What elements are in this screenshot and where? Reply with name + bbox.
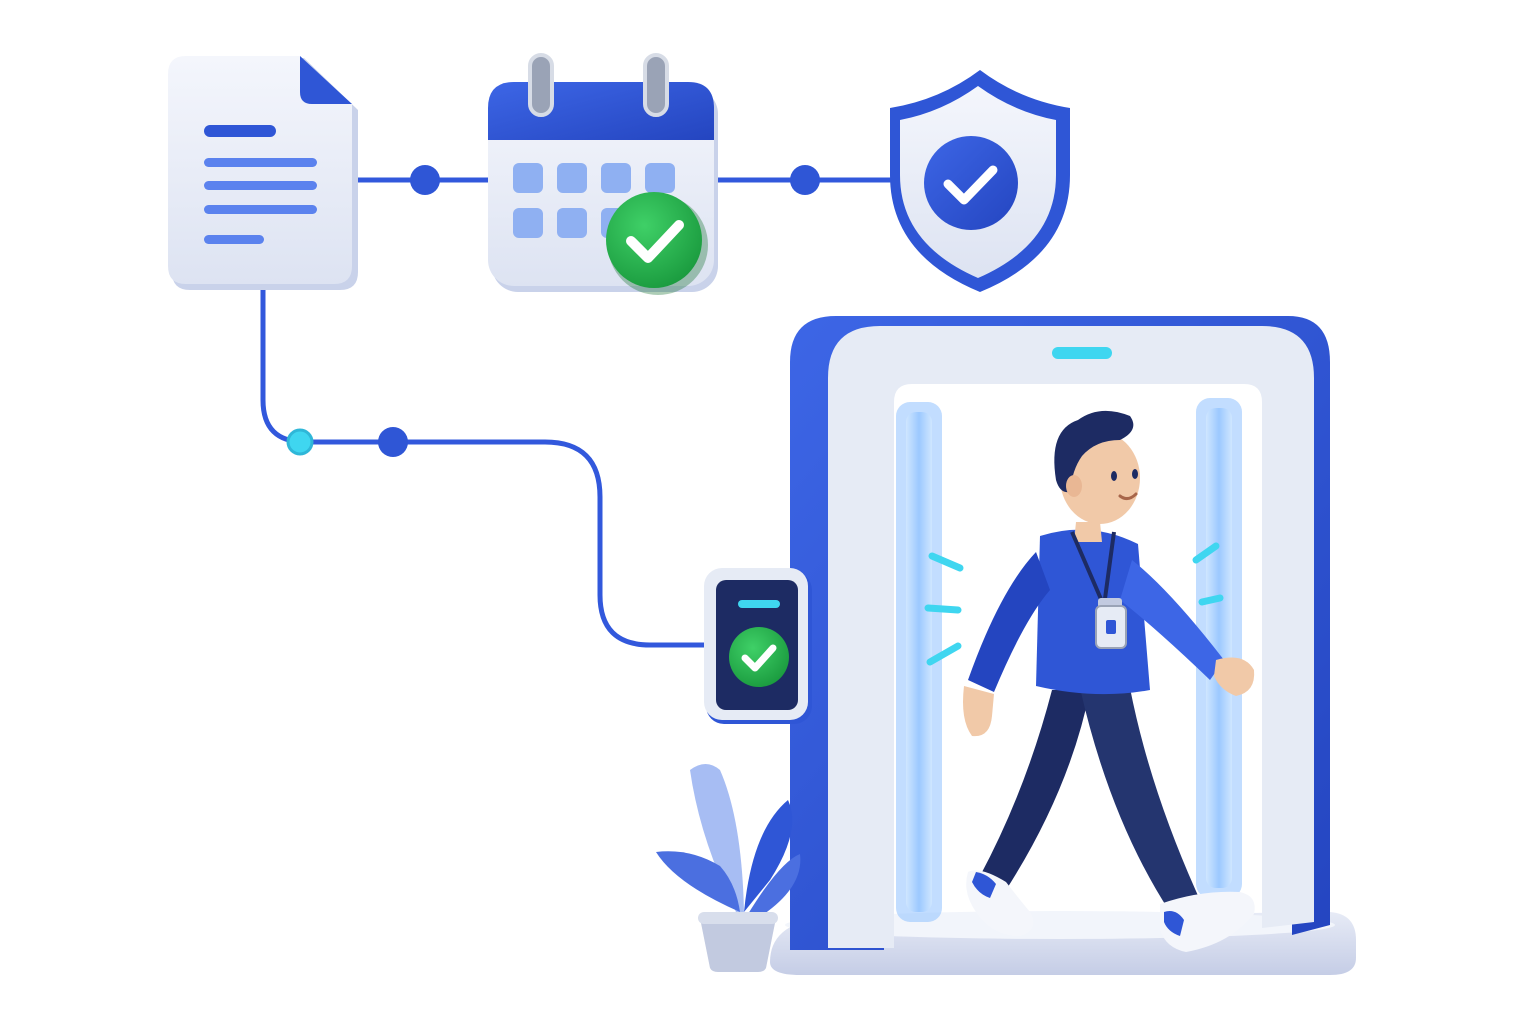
- calendar-approved-check-icon: [606, 192, 708, 295]
- security-gate: [790, 316, 1330, 950]
- document-icon: [168, 56, 358, 290]
- scanner-light-right: [1192, 542, 1224, 606]
- connector-node: [410, 165, 440, 195]
- person-walking: [963, 410, 1255, 952]
- reader-check-icon: [704, 568, 812, 724]
- connector-node: [378, 427, 408, 457]
- connector-node: [286, 428, 314, 456]
- connector-nodes: [286, 165, 820, 457]
- scanner-light-left: [924, 552, 964, 666]
- shield-check-icon: [890, 70, 1070, 292]
- potted-plant: [656, 764, 801, 972]
- connector-node: [790, 165, 820, 195]
